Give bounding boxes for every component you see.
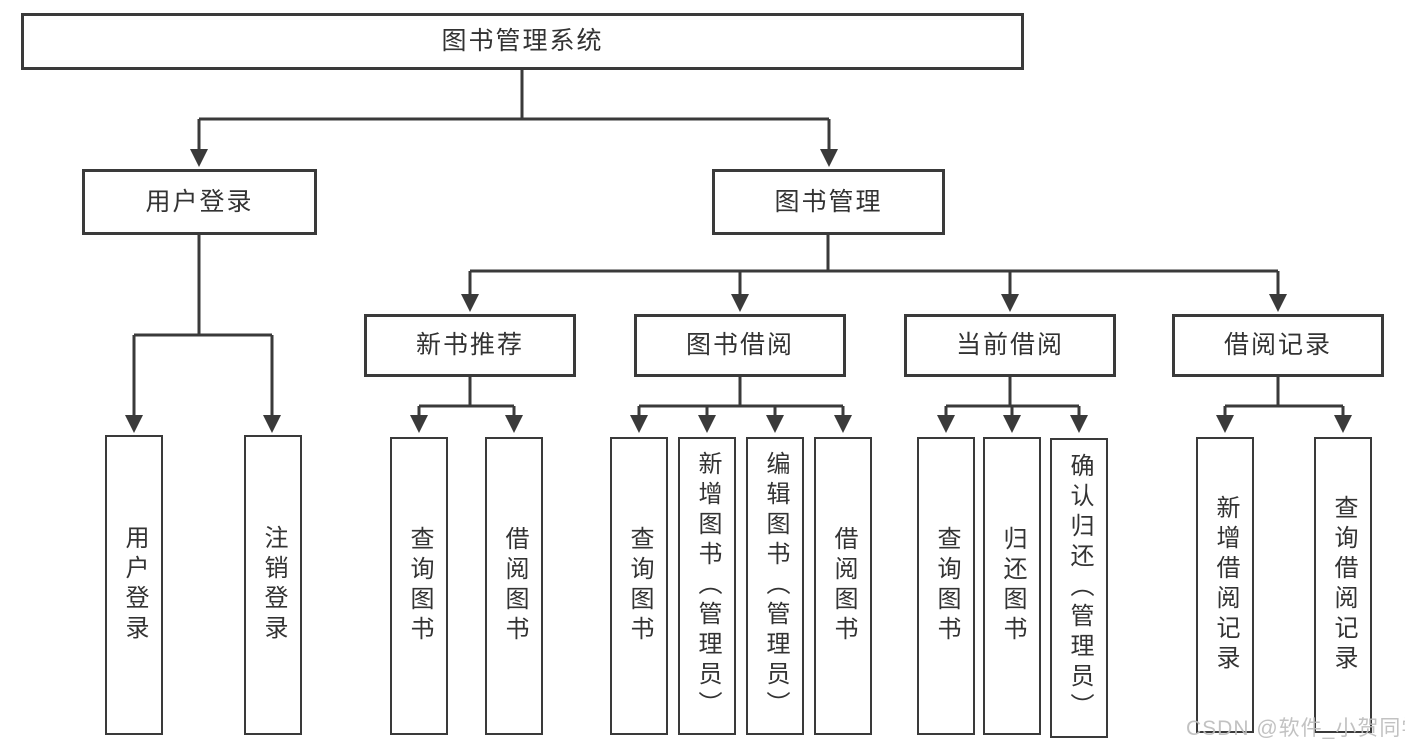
node-book-management-branch: 图书管理 xyxy=(712,169,945,235)
leaf-edit-books-admin: 编辑图书（管理员） xyxy=(746,437,804,735)
node-label: 新增图书（管理员） xyxy=(694,451,721,721)
node-label: 借阅图书 xyxy=(830,526,857,646)
leaf-borrow-books-1: 借阅图书 xyxy=(485,437,543,735)
node-label: 查询借阅记录 xyxy=(1330,495,1357,675)
node-label: 确认归还（管理员） xyxy=(1066,453,1093,723)
leaf-return-books: 归还图书 xyxy=(983,437,1041,735)
node-root-system: 图书管理系统 xyxy=(21,13,1024,70)
node-label: 当前借阅 xyxy=(955,331,1064,359)
leaf-query-books-3: 查询图书 xyxy=(917,437,975,735)
node-label: 新增借阅记录 xyxy=(1212,495,1239,675)
node-label: 图书管理系统 xyxy=(441,27,604,55)
leaf-query-borrow-record: 查询借阅记录 xyxy=(1314,437,1372,733)
node-current-borrowing: 当前借阅 xyxy=(904,314,1116,377)
leaf-query-books-2: 查询图书 xyxy=(610,437,668,735)
node-label: 借阅记录 xyxy=(1223,331,1332,359)
node-label: 注销登录 xyxy=(260,525,287,645)
leaf-confirm-return-admin: 确认归还（管理员） xyxy=(1050,438,1108,738)
node-label: 借阅图书 xyxy=(501,526,528,646)
node-label: 归还图书 xyxy=(999,526,1026,646)
csdn-watermark: CSDN @软件_小贺同学 xyxy=(1186,717,1405,740)
node-label: 用户登录 xyxy=(145,187,254,216)
arrowheads xyxy=(125,149,1352,433)
node-label: 图书管理 xyxy=(774,187,883,216)
node-user-login-branch: 用户登录 xyxy=(82,169,317,235)
node-label: 查询图书 xyxy=(933,526,960,646)
node-borrow-records: 借阅记录 xyxy=(1172,314,1384,377)
node-label: 新书推荐 xyxy=(415,331,524,359)
leaf-query-books-1: 查询图书 xyxy=(390,437,448,735)
leaf-add-books-admin: 新增图书（管理员） xyxy=(678,437,736,735)
node-book-borrowing: 图书借阅 xyxy=(634,314,846,377)
leaf-user-login: 用户登录 xyxy=(105,435,163,735)
node-label: 图书借阅 xyxy=(685,331,794,359)
node-label: 编辑图书（管理员） xyxy=(762,451,789,721)
leaf-add-borrow-record: 新增借阅记录 xyxy=(1196,437,1254,733)
node-label: 用户登录 xyxy=(121,525,148,645)
node-label: 查询图书 xyxy=(626,526,653,646)
node-label: 查询图书 xyxy=(406,526,433,646)
leaf-logout: 注销登录 xyxy=(244,435,302,735)
leaf-borrow-books-2: 借阅图书 xyxy=(814,437,872,735)
node-new-book-recommend: 新书推荐 xyxy=(364,314,576,377)
